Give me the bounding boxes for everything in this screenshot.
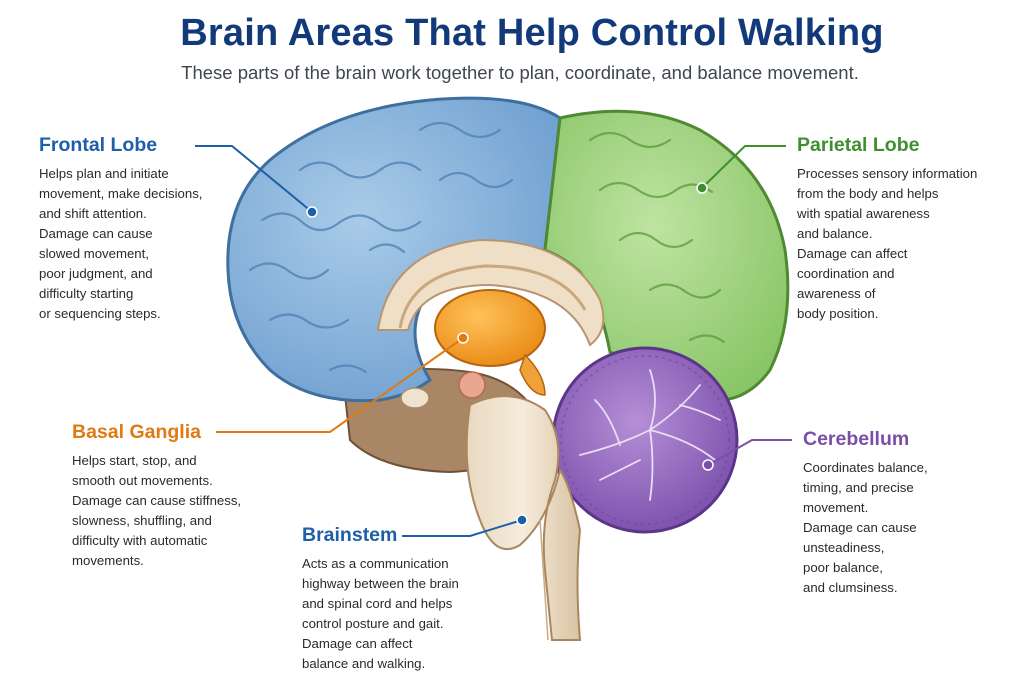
parietal-lobe-heading: Parietal Lobe <box>797 134 920 156</box>
brainstem-heading: Brainstem <box>302 524 398 546</box>
cerebellum-folia <box>579 369 721 501</box>
basal-ganglia-callout: Basal Ganglia Helps start, stop, and smo… <box>72 421 302 571</box>
cerebellum-description: Coordinates balance, timing, and precise… <box>803 460 928 595</box>
basal-ganglia-description: Helps start, stop, and smooth out moveme… <box>72 453 242 568</box>
frontal-lobe-heading: Frontal Lobe <box>39 134 158 156</box>
basal-ganglia-heading: Basal Ganglia <box>72 421 201 443</box>
gyri-texture <box>248 121 726 374</box>
cerebellum-shape <box>551 346 739 534</box>
brainstem-description: Acts as a communication highway between … <box>302 556 459 671</box>
corpus-callosum <box>376 238 605 347</box>
frontal-leader <box>195 145 313 213</box>
leader-lines <box>195 145 792 537</box>
cerebellum-leader <box>707 439 792 466</box>
page-subtitle: These parts of the brain work together t… <box>181 62 859 83</box>
cerebellum-heading: Cerebellum <box>803 428 910 450</box>
hippocampus-knob <box>400 387 430 409</box>
basal-leader <box>216 337 464 433</box>
frontal-lobe-callout: Frontal Lobe Helps plan and initiate mov… <box>39 134 249 324</box>
brainstem-callout: Brainstem Acts as a communication highwa… <box>302 524 532 674</box>
frontal-lobe-description: Helps plan and initiate movement, make d… <box>39 166 203 321</box>
parietal-leader <box>701 145 786 189</box>
parietal-lobe-description: Processes sensory information from the b… <box>797 166 978 321</box>
basal-ganglia-shape <box>434 289 546 367</box>
page-title: Brain Areas That Help Control Walking <box>180 12 884 54</box>
brainstem-leader <box>402 519 523 537</box>
cerebellum-callout: Cerebellum Coordinates balance, timing, … <box>803 428 1013 598</box>
thalamus-knob <box>458 371 486 399</box>
parietal-lobe-callout: Parietal Lobe Processes sensory informat… <box>797 134 1012 324</box>
